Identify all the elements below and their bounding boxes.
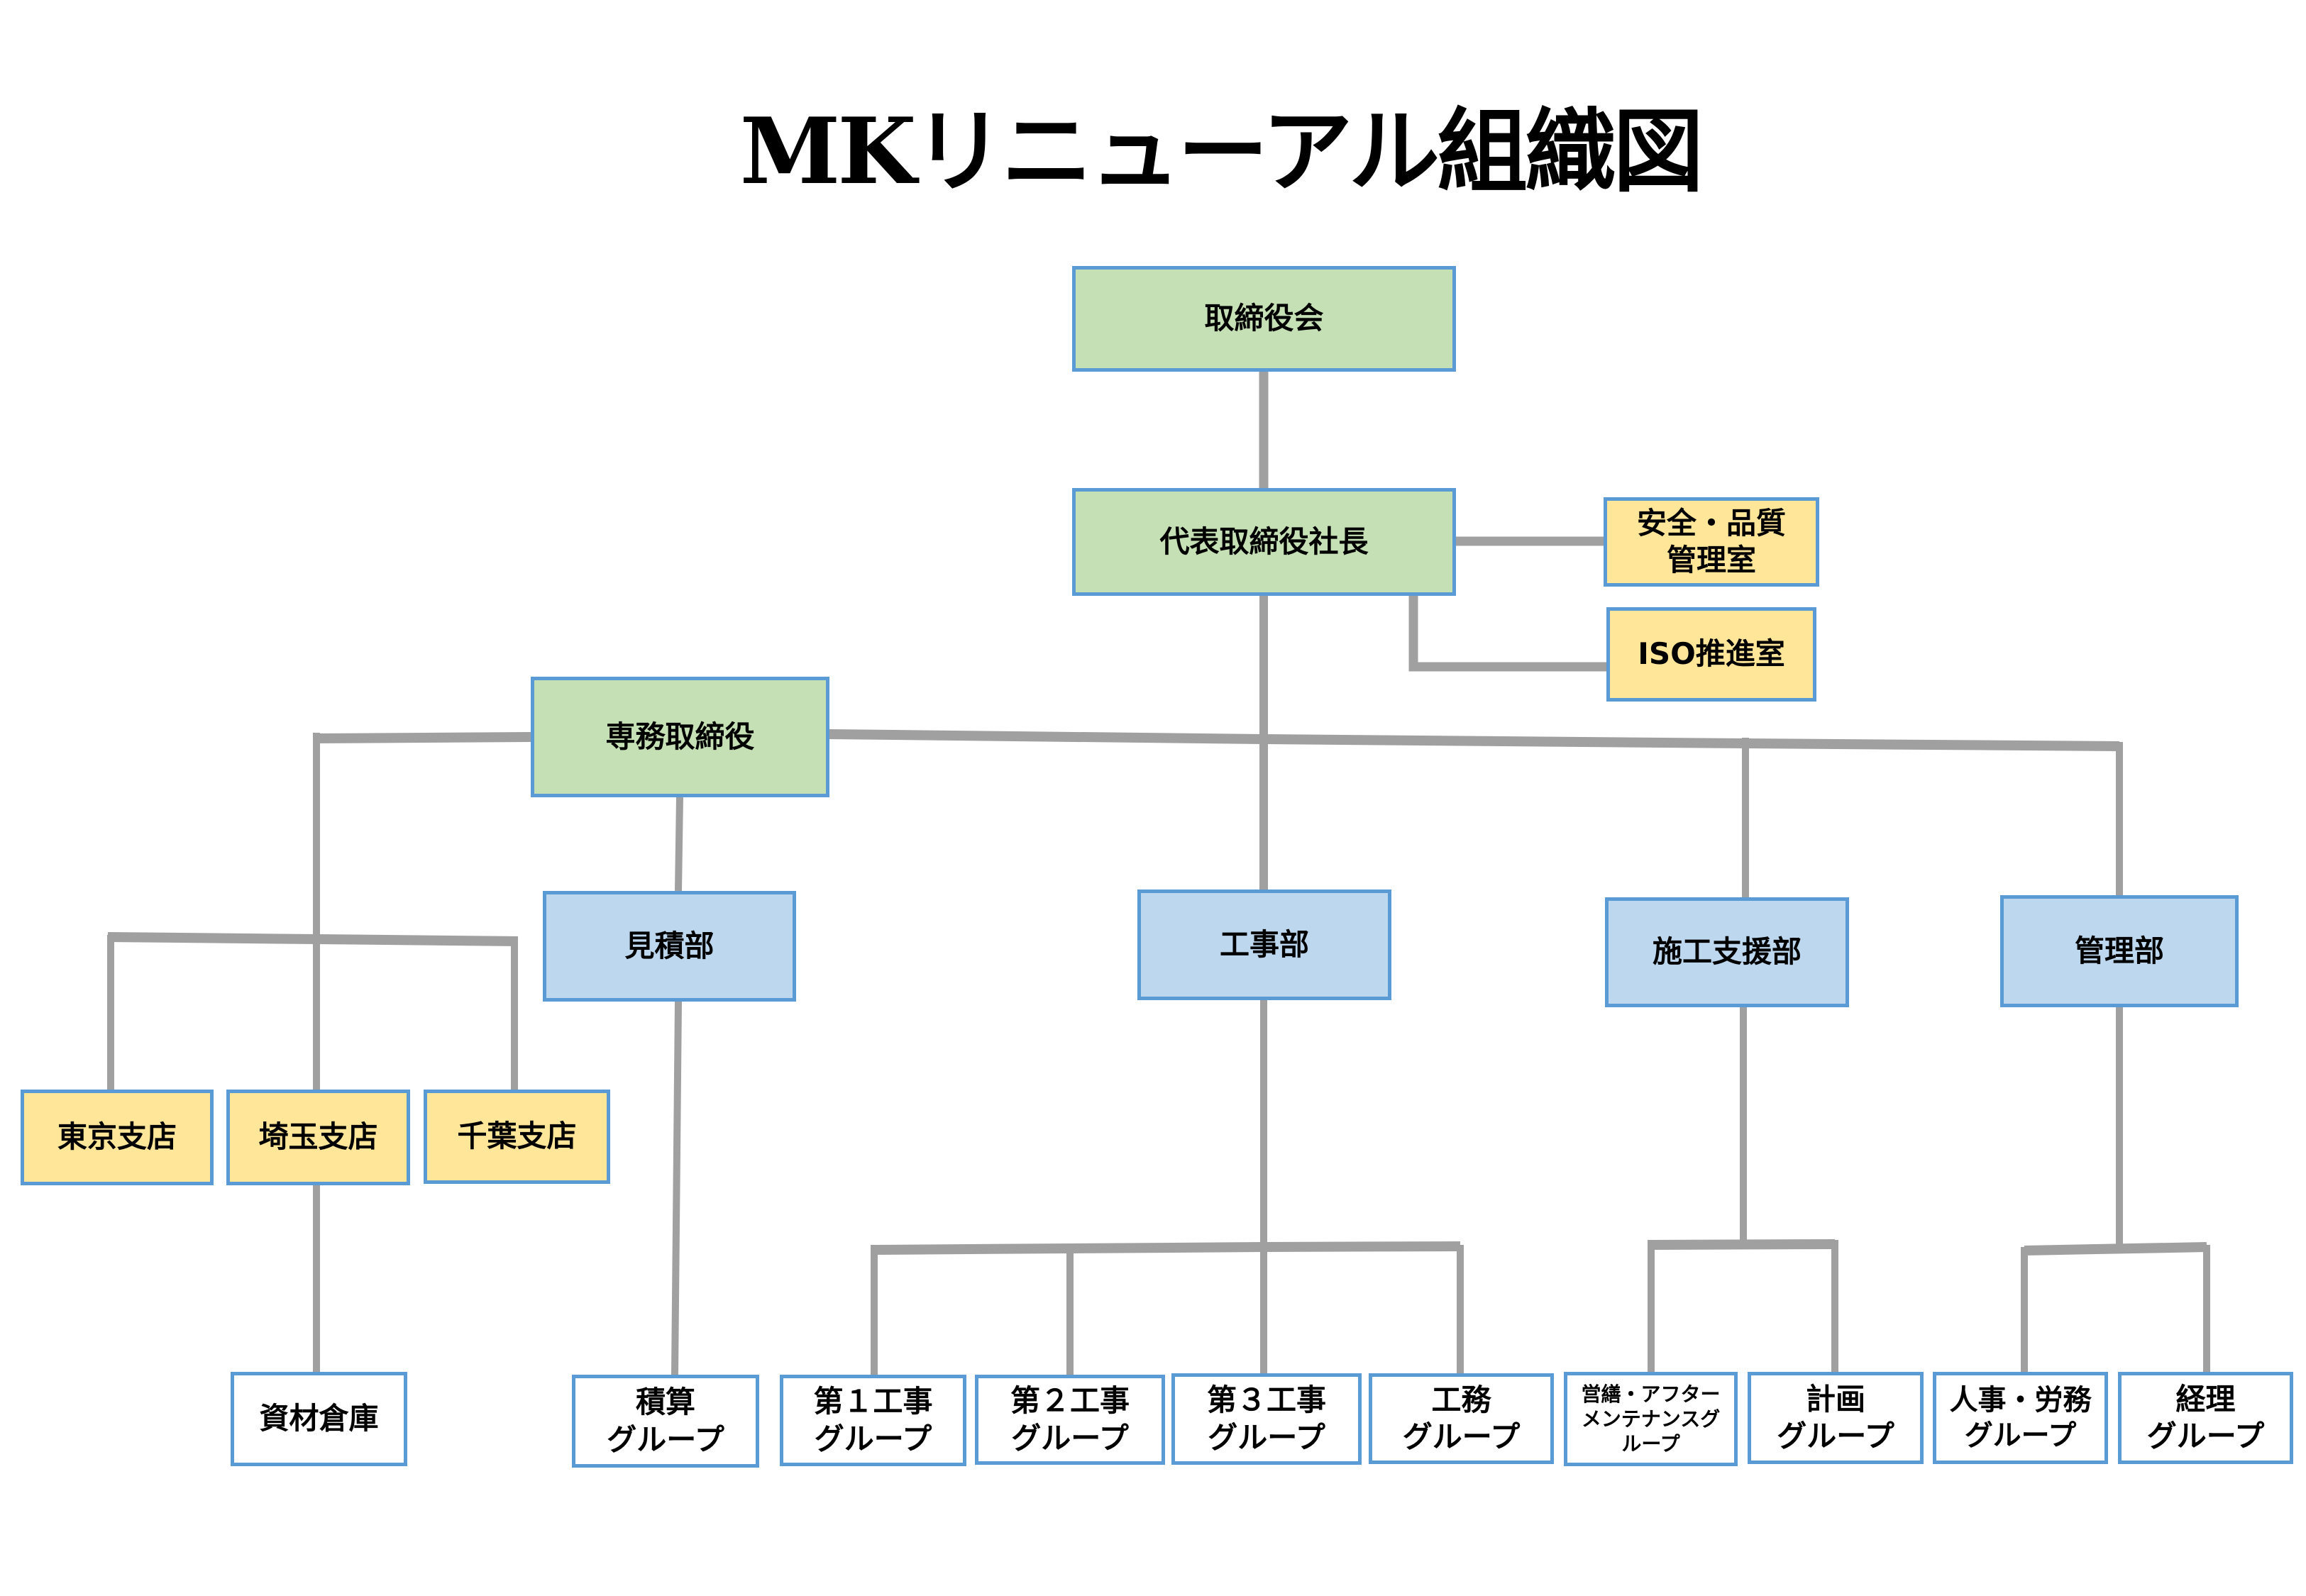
connector-president-iso [1408,596,1606,672]
node-accounting-group[interactable]: 経理 グループ [2118,1372,2293,1464]
node-construction-group-3[interactable]: 第３工事 グループ [1171,1373,1362,1465]
connector-main-bus [829,729,2120,751]
chart-title: MKリニューアル組織図 [739,99,1704,205]
node-tokyo-branch[interactable]: 東京支店 [21,1090,214,1185]
node-safety-quality-office[interactable]: 安全・品質 管理室 [1604,497,1819,587]
connector-md-branches [316,732,531,743]
node-materials-warehouse[interactable]: 資材倉庫 [231,1372,407,1466]
node-construction-support-dept[interactable]: 施工支援部 [1605,897,1849,1007]
node-administration-dept[interactable]: 管理部 [2000,895,2239,1007]
node-managing-director[interactable]: 専務取締役 [531,677,829,797]
node-saitama-branch[interactable]: 埼玉支店 [226,1090,410,1185]
node-president[interactable]: 代表取締役社長 [1072,488,1456,596]
node-estimation-group[interactable]: 積算 グループ [572,1375,759,1468]
node-planning-group[interactable]: 計画 グループ [1748,1372,1924,1464]
node-construction-dept[interactable]: 工事部 [1137,890,1391,1000]
node-works-group[interactable]: 工務 グループ [1369,1373,1554,1464]
node-construction-group-1[interactable]: 第１工事 グループ [780,1375,966,1466]
node-chiba-branch[interactable]: 千葉支店 [424,1090,610,1184]
connector-construction-bus [873,1241,1461,1255]
node-maintenance-group[interactable]: 営繕・アフター メンテナンスグ ループ [1564,1372,1738,1466]
node-iso-office[interactable]: ISO推進室 [1606,607,1816,702]
connector-branches-bus [107,932,519,946]
connector-support-bus [1650,1239,1836,1250]
connector-admin-bus [2024,1242,2207,1256]
connector-estimation-group [671,1001,682,1375]
node-hr-labor-group[interactable]: 人事・労務 グループ [1933,1372,2108,1464]
connector-md-estimation [675,797,683,892]
node-board[interactable]: 取締役会 [1072,266,1456,372]
node-construction-group-2[interactable]: 第２工事 グループ [975,1375,1165,1465]
node-estimation-dept[interactable]: 見積部 [543,891,796,1002]
